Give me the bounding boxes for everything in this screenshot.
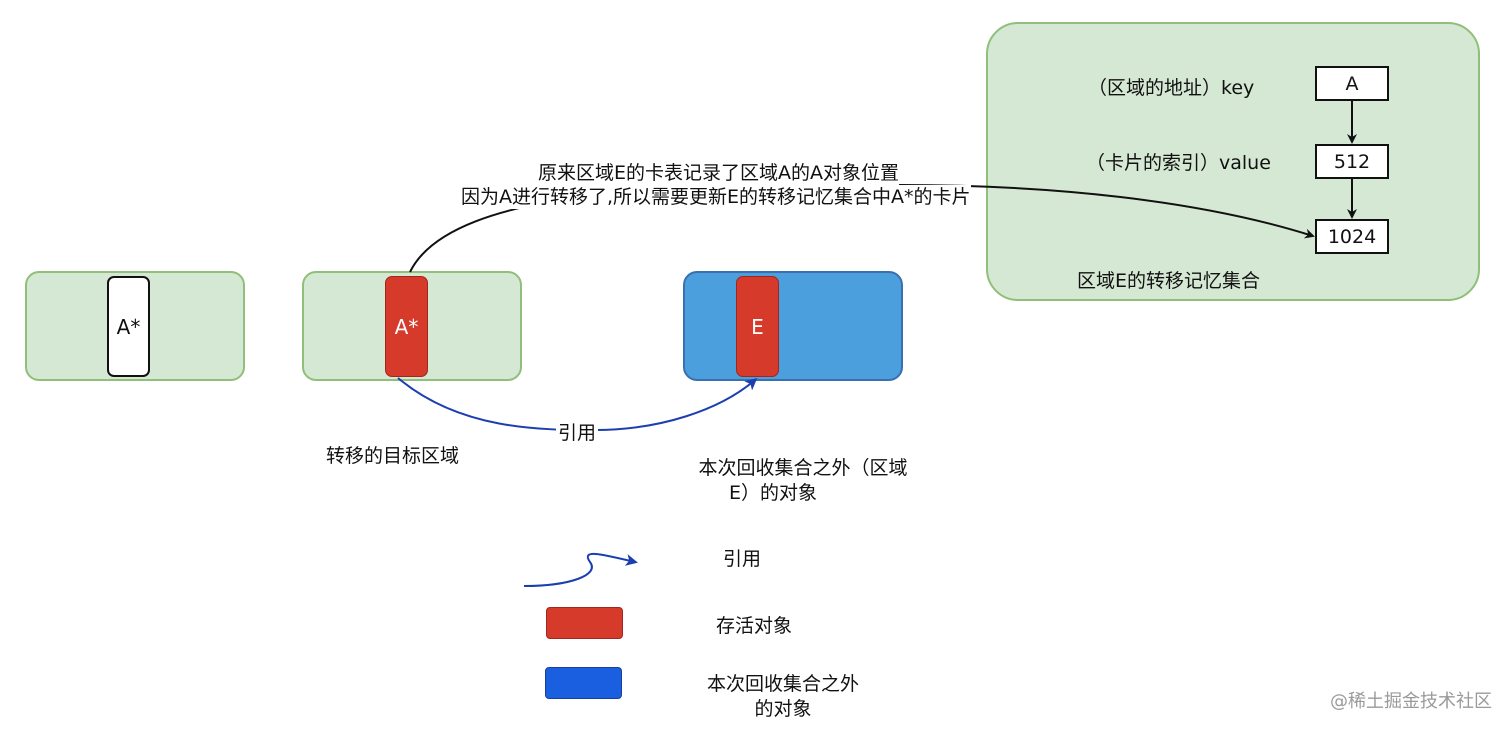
legend-live-object-swatch (546, 607, 623, 639)
watermark: @稀土掘金技术社区 (1330, 691, 1492, 712)
remembered-set-value-cell-2: 1024 (1315, 219, 1389, 254)
remembered-set-key-cell: A (1315, 66, 1389, 101)
region-e-caption-line2: E）的对象 (728, 482, 817, 504)
region-target-caption: 转移的目标区域 (326, 445, 460, 467)
object-e: E (736, 276, 779, 377)
legend-outside-swatch (545, 667, 622, 699)
reference-label: 引用 (556, 421, 599, 445)
object-a-star-moved: A* (385, 276, 428, 377)
legend-reference-label: 引用 (723, 548, 762, 570)
remembered-set-value-label: （卡片的索引）value (1086, 152, 1271, 174)
remembered-set-panel (986, 22, 1480, 301)
remembered-set-title: 区域E的转移记忆集合 (1077, 270, 1261, 292)
annotation-line2: 因为A进行转移了,所以需要更新E的转移记忆集合中A*的卡片 (461, 185, 971, 209)
legend-outside-label-line1: 本次回收集合之外 (706, 673, 859, 695)
legend-outside-label-line2: 的对象 (754, 698, 812, 720)
object-a-star-original: A* (107, 276, 150, 377)
region-e-caption-line1: 本次回收集合之外（区域 (698, 457, 908, 479)
legend-live-object-label: 存活对象 (716, 615, 793, 637)
legend-reference-arrow (523, 552, 638, 587)
region-e (683, 271, 903, 381)
remembered-set-key-label: （区域的地址）key (1088, 77, 1255, 99)
remembered-set-value-cell-1: 512 (1315, 144, 1389, 179)
annotation-line1: 原来区域E的卡表记录了区域A的A对象位置 (538, 161, 900, 185)
